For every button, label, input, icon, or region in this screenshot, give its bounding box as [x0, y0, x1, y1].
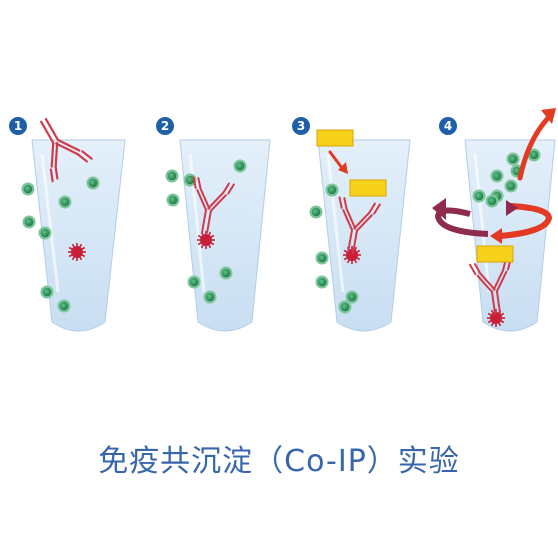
bead-core: [327, 185, 337, 195]
bead-core: [487, 196, 497, 206]
arrow-icon: [328, 150, 344, 170]
step-number-3: 3: [292, 117, 310, 135]
antibody-chain: [222, 182, 230, 194]
antibody-chain: [50, 141, 55, 168]
bead-core: [317, 277, 327, 287]
antibody-chain: [495, 270, 508, 293]
antibody-chain: [355, 214, 373, 232]
tube-highlight-4: [473, 153, 491, 293]
bead-core: [60, 197, 70, 207]
arrow-icon: [517, 115, 551, 181]
diagram-svg: [21, 108, 556, 332]
antibody-chain: [81, 150, 93, 160]
antibody-chain: [209, 194, 227, 212]
arrow-head: [338, 162, 348, 174]
rotation-arrow-icon: [499, 203, 553, 239]
antigen-icon: [68, 243, 86, 261]
antibody-chain: [345, 207, 357, 230]
antibody-chain: [199, 187, 211, 210]
antibody-chain: [44, 117, 60, 142]
antibody-icon: [338, 196, 381, 254]
step-number-4: 4: [439, 117, 457, 135]
antibody-chain: [227, 183, 235, 195]
bead-core: [340, 302, 350, 312]
antibody-chain: [373, 203, 381, 215]
bead-core: [23, 184, 33, 194]
antibody-chain: [192, 176, 197, 189]
tube-3: [317, 139, 411, 332]
bead-core: [474, 191, 484, 201]
bead-core: [311, 207, 321, 217]
tube-highlight-1: [40, 153, 60, 293]
bead-core: [205, 292, 215, 302]
bead-core: [59, 301, 69, 311]
bead-core: [24, 217, 34, 227]
step-number-2: 2: [156, 117, 174, 135]
antibody-chain: [492, 269, 505, 291]
antibody-chain: [368, 202, 376, 214]
protein-tag-icon: [349, 179, 387, 197]
bead-core: [492, 171, 502, 181]
antibody-chain: [476, 274, 493, 293]
antibody-chain: [201, 209, 207, 233]
antibody-chain: [76, 153, 88, 163]
antigen-icon: [487, 309, 505, 327]
protein-tag-icon: [316, 129, 354, 147]
bead-core: [317, 253, 327, 263]
antibody-chain: [468, 263, 477, 276]
rotation-arrow-head: [506, 200, 518, 216]
arrow-head: [541, 108, 556, 124]
diagram-caption: 免疫共沉淀（Co-IP）实验: [98, 444, 460, 479]
antibody-chain: [55, 142, 79, 156]
protein-tag-icon: [476, 245, 514, 263]
antibody-chain: [197, 177, 202, 190]
bead-core: [221, 268, 231, 278]
antibody-chain: [338, 196, 343, 209]
antibody-chain: [342, 209, 353, 231]
antibody-chain: [40, 120, 55, 144]
antibody-chain: [495, 290, 502, 315]
coip-diagram: 1 2 3 4: [9, 108, 556, 332]
antibody-chain: [491, 291, 497, 315]
antibody-chain: [353, 211, 371, 230]
tube-highlight-3: [326, 153, 345, 293]
bead-core: [508, 154, 518, 164]
antibody-chain: [473, 263, 482, 275]
antibody-chain: [352, 229, 358, 254]
antibody-chain: [54, 165, 59, 180]
bead-core: [529, 150, 539, 160]
bead-core: [167, 171, 177, 181]
antigen-body: [200, 234, 212, 246]
bead-core: [235, 161, 245, 171]
antigen-body: [71, 246, 83, 258]
bead-core: [40, 228, 50, 238]
antigen-icon: [343, 246, 361, 264]
tube-2: [179, 139, 271, 332]
rotation-arrow-head: [432, 198, 446, 220]
antibody-chain: [347, 229, 353, 253]
antibody-chain: [56, 138, 81, 152]
tube-1: [31, 139, 126, 332]
antibody-chain: [196, 189, 207, 211]
step-number-1: 1: [9, 117, 27, 135]
antibody-chain: [49, 168, 54, 183]
antigen-icon: [197, 231, 215, 249]
bead-core: [347, 292, 357, 302]
bead-core: [42, 287, 52, 297]
antibody-icon: [192, 176, 235, 234]
antibody-chain: [206, 209, 212, 234]
bead-core: [88, 178, 98, 188]
antibody-icon: [40, 117, 93, 183]
antigen-body: [490, 312, 502, 324]
antibody-chain: [343, 197, 348, 210]
antibody-chain: [479, 272, 496, 291]
rotation-arrow-icon: [434, 207, 489, 237]
rotation-arrow-head: [490, 228, 502, 244]
antibody-chain: [207, 191, 225, 210]
antibody-chain: [54, 141, 59, 168]
bead-core: [185, 175, 195, 185]
bead-core: [168, 195, 178, 205]
bead-core: [506, 181, 516, 191]
bead-core: [189, 277, 199, 287]
